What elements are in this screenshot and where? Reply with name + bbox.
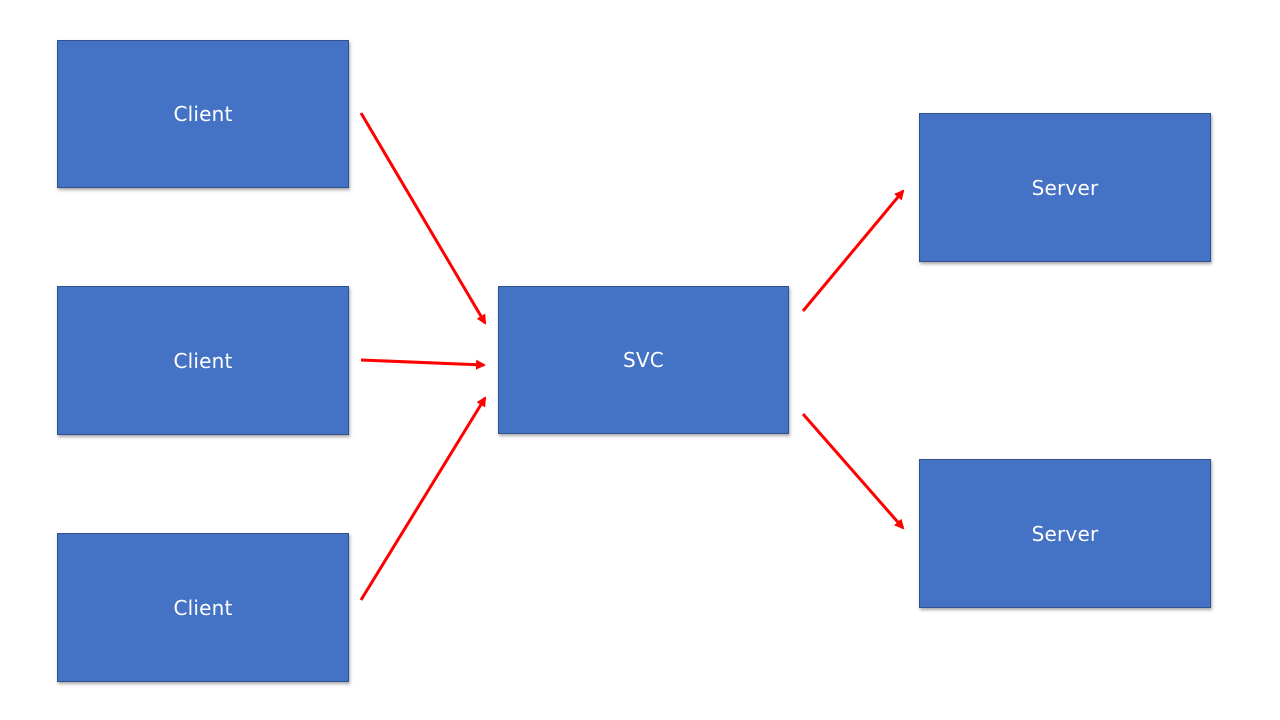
arrow-svc-to-server-1 <box>801 189 905 312</box>
arrow-client-3-to-svc <box>359 396 487 601</box>
node-label: Client <box>173 348 233 373</box>
client-node[interactable]: Client <box>57 40 349 188</box>
svc-node[interactable]: SVC <box>498 286 789 434</box>
server-node[interactable]: Server <box>919 459 1211 608</box>
arrow-client-2-to-svc <box>360 358 486 370</box>
arrow-client-1-to-svc <box>359 112 487 325</box>
server-node[interactable]: Server <box>919 113 1211 262</box>
node-label: Server <box>1031 521 1099 546</box>
arrow-svc-to-server-2 <box>801 413 905 530</box>
node-label: Server <box>1031 175 1099 200</box>
node-label: Client <box>173 102 233 126</box>
client-node[interactable]: Client <box>57 286 349 435</box>
node-label: Client <box>173 595 233 620</box>
client-node[interactable]: Client <box>57 533 349 682</box>
node-label: SVC <box>623 348 664 372</box>
